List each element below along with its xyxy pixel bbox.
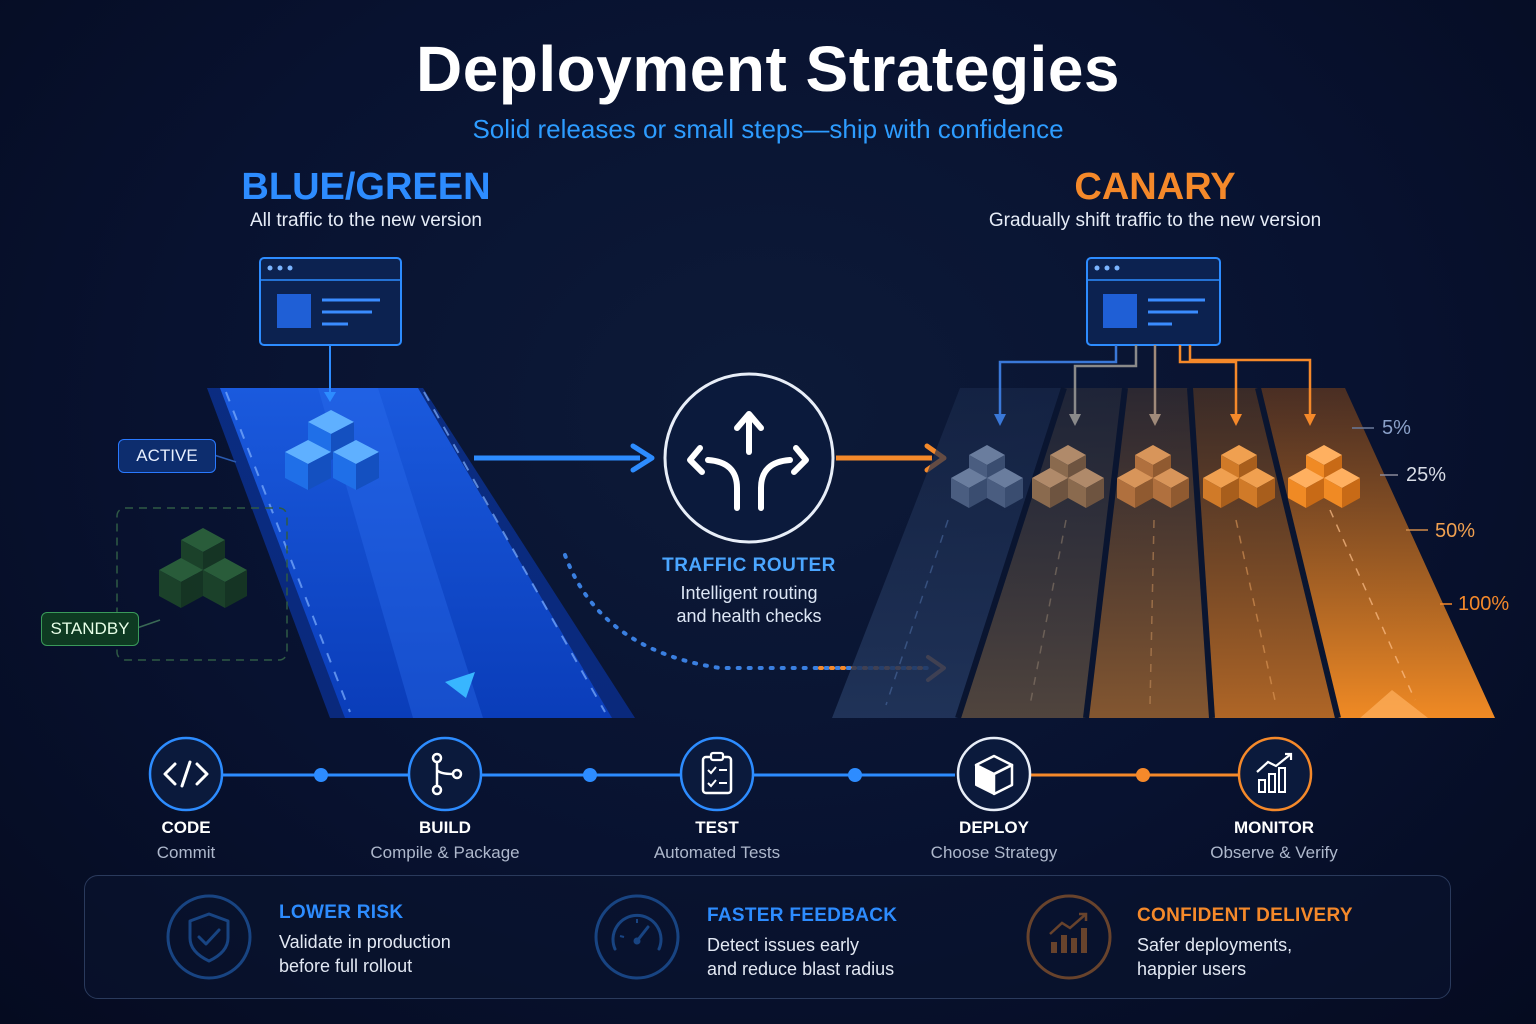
pipeline-step-build: BUILD Compile & Package — [335, 818, 555, 863]
canary-pct-25: 25% — [1406, 464, 1447, 486]
page-subtitle: Solid releases or small steps—ship with … — [472, 114, 1064, 144]
router-description: Intelligent routing and health checks — [620, 582, 878, 628]
router-line-1: Intelligent routing — [680, 583, 818, 603]
benefit-text: Safer deployments, happier users — [1137, 933, 1417, 981]
step-name: CODE — [161, 818, 211, 837]
benefit-title: FASTER FEEDBACK — [707, 905, 898, 926]
bar-chart-icon — [1237, 736, 1313, 812]
step-desc: Automated Tests — [653, 843, 781, 862]
standby-badge: STANDBY — [41, 612, 139, 646]
benefit-line-1: Detect issues early — [707, 935, 860, 955]
step-name: TEST — [695, 818, 739, 837]
step-desc: Compile & Package — [370, 843, 520, 862]
canary-pct-100: 100% — [1458, 593, 1510, 615]
standby-cubes — [159, 528, 247, 608]
benefit-title: LOWER RISK — [279, 902, 404, 923]
standby-zone — [116, 507, 288, 661]
benefit-line-2: before full rollout — [279, 956, 413, 976]
step-desc: Observe & Verify — [1210, 843, 1338, 862]
benefit-line-2: happier users — [1137, 959, 1247, 979]
benefit-faster-feedback: FASTER FEEDBACK Detect issues early and … — [707, 905, 987, 981]
pipeline-step-monitor: MONITOR Observe & Verify — [1164, 818, 1384, 863]
benefit-line-1: Safer deployments, — [1137, 935, 1293, 955]
benefit-confident-delivery: CONFIDENT DELIVERY Safer deployments, ha… — [1137, 905, 1417, 981]
pipeline-step-test: TEST Automated Tests — [607, 818, 827, 863]
step-name: MONITOR — [1234, 818, 1314, 837]
router-title: TRAFFIC ROUTER — [662, 555, 836, 576]
active-cubes — [285, 410, 379, 490]
benefit-line-1: Validate in production — [279, 932, 451, 952]
branch-icon — [407, 736, 483, 812]
canary-subtitle: Gradually shift traffic to the new versi… — [988, 210, 1322, 231]
step-desc: Choose Strategy — [930, 843, 1058, 862]
canary-cubes — [951, 445, 1360, 508]
canary-pct-5: 5% — [1382, 417, 1411, 439]
benefit-title: CONFIDENT DELIVERY — [1137, 905, 1353, 926]
pipeline-step-code: CODE Commit — [76, 818, 296, 863]
benefits-panel — [84, 875, 1451, 999]
step-desc: Commit — [156, 843, 216, 862]
blue-green-title: BLUE/GREEN — [241, 166, 491, 208]
benefit-line-2: and reduce blast radius — [707, 959, 895, 979]
canary-title: CANARY — [1074, 166, 1236, 208]
benefit-text: Detect issues early and reduce blast rad… — [707, 933, 987, 981]
router-line-2: and health checks — [676, 606, 822, 626]
page-title: Deployment Strategies — [415, 33, 1121, 105]
box-icon — [956, 736, 1032, 812]
canary-app-window — [1086, 257, 1221, 346]
pipeline-step-deploy: DEPLOY Choose Strategy — [884, 818, 1104, 863]
canary-pct-50: 50% — [1435, 520, 1476, 542]
blue-green-subtitle: All traffic to the new version — [250, 210, 482, 231]
benefit-lower-risk: LOWER RISK Validate in production before… — [279, 902, 559, 978]
blue-green-lane — [207, 388, 635, 718]
step-name: BUILD — [419, 818, 471, 837]
traffic-router-icon — [663, 372, 835, 544]
code-icon — [148, 736, 224, 812]
checklist-icon — [679, 736, 755, 812]
pipeline-track — [222, 768, 1240, 782]
step-name: DEPLOY — [959, 818, 1029, 837]
canary-distribution-lines — [994, 345, 1316, 426]
benefit-text: Validate in production before full rollo… — [279, 930, 559, 978]
blue-green-app-window — [259, 257, 402, 346]
active-badge: ACTIVE — [118, 439, 216, 473]
